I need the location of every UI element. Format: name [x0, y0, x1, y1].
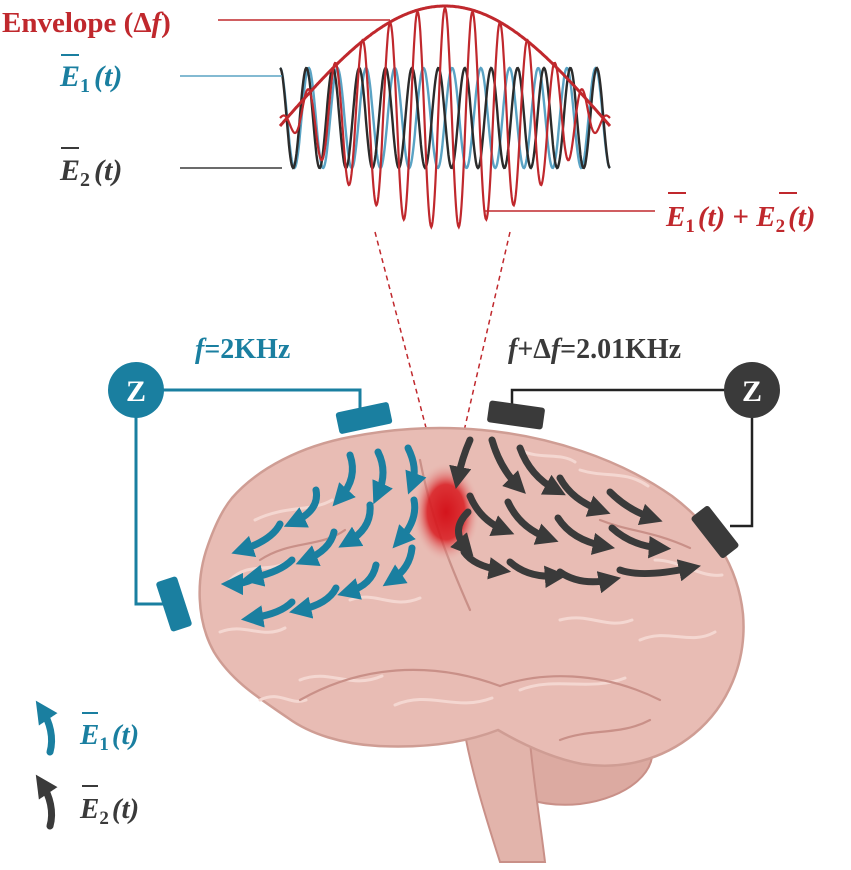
field-arrow-e1-11: [337, 561, 380, 600]
electrode-left-top: [335, 402, 393, 434]
field-arrow-e1-2: [372, 448, 393, 505]
field-arrow-e1-14: [220, 572, 259, 596]
electrode-left-side: [156, 576, 192, 632]
frequency-label-left: f=2KHz: [195, 334, 290, 365]
field-arrow-e2-2: [488, 436, 526, 494]
circuit-left: Z: [108, 362, 393, 632]
field-arrows-e2: [449, 436, 701, 594]
svg-text:E1(t) + E2(t): E1(t) + E2(t): [665, 201, 815, 237]
field-arrow-e2-3: [516, 444, 566, 496]
legend: E1(t) E2(t): [35, 700, 139, 830]
brain-cerebrum: [198, 426, 745, 767]
field-arrow-e2-13: [616, 559, 701, 582]
e1-label: E1(t): [59, 54, 122, 97]
impedance-left-icon: [108, 362, 164, 418]
frequency-label-right: f+Δf=2.01KHz: [508, 334, 681, 365]
field-arrow-e1-12: [289, 584, 340, 619]
e2-label: E2(t): [59, 147, 122, 191]
svg-text:E1(t): E1(t): [79, 719, 139, 755]
focus-line-right: [454, 231, 511, 471]
svg-text:E1(t): E1(t): [59, 60, 122, 97]
field-arrow-e1-6: [392, 496, 419, 549]
field-arrow-e1-1: [404, 444, 427, 495]
legend-dark-arrow-icon: [35, 774, 58, 830]
electrode-right-side: [691, 505, 739, 559]
impedance-right-label: Z: [742, 375, 762, 408]
field-arrow-e1-3: [332, 451, 356, 507]
field-arrow-e1-4: [283, 486, 321, 528]
field-arrow-e1-7: [338, 501, 374, 548]
circuit-right: Z: [487, 362, 780, 559]
waveform-group: [278, 4, 612, 230]
electrode-right-top: [487, 400, 545, 430]
field-arrow-e2-4: [556, 474, 611, 517]
impedance-right-icon: [724, 362, 780, 418]
circuit-wire-right-lower: [730, 414, 754, 528]
field-arrow-e2-9: [608, 524, 672, 559]
brain-stem: [460, 714, 547, 863]
wave-e2: [279, 66, 611, 170]
wave-envelope: [278, 4, 612, 127]
field-arrow-e2-11: [506, 558, 568, 588]
field-arrow-e2-8: [554, 514, 616, 555]
legend-e1: E1(t): [79, 712, 139, 755]
sum-label: E1(t) + E2(t): [665, 192, 815, 237]
brain-sulci: [258, 458, 692, 742]
svg-text:E2(t): E2(t): [79, 793, 139, 829]
focus-line-left: [374, 231, 438, 471]
impedance-left-label: Z: [126, 375, 146, 408]
field-arrow-e1-13: [240, 598, 296, 628]
circuit-wire-right: [510, 388, 728, 410]
wave-sum: [279, 5, 611, 230]
envelope-label: Envelope (Δf): [2, 7, 171, 39]
circuit-wire-left-lower: [134, 414, 168, 606]
field-arrow-e2-7: [504, 498, 559, 545]
field-arrow-e2-1: [449, 436, 474, 489]
field-arrow-e2-6: [466, 492, 515, 537]
svg-text:E2(t): E2(t): [59, 154, 122, 191]
field-arrow-e2-5: [606, 488, 663, 526]
field-arrow-e1-5: [231, 520, 284, 558]
legend-blue-arrow-icon: [35, 700, 58, 756]
circuit-wire-left: [160, 388, 362, 412]
legend-e2: E2(t): [79, 785, 139, 829]
field-arrow-e1-10: [382, 544, 416, 587]
field-arrow-e2-12: [556, 568, 621, 594]
field-arrows-e1: [220, 444, 427, 628]
field-arrow-e2-14: [450, 508, 474, 557]
field-arrow-e1-8: [295, 528, 338, 567]
